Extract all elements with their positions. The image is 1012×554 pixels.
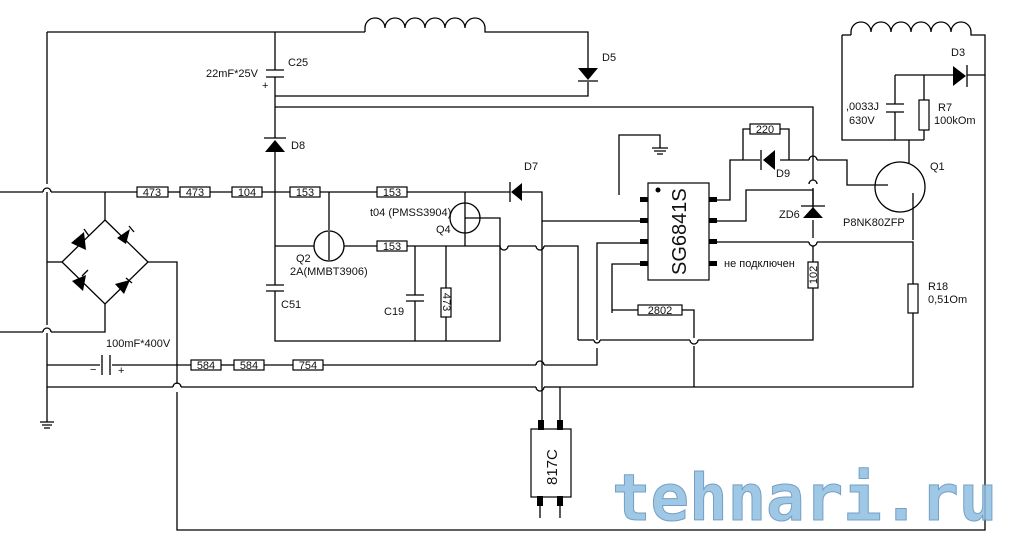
wire-crossover — [808, 179, 818, 185]
resistor-value: 754 — [299, 360, 317, 372]
capacitor-bulk: 100mF*400V − + — [90, 338, 171, 377]
c25-value: 22mF*25V — [206, 68, 259, 80]
watermark: tehnari.ru — [612, 462, 997, 536]
resistor-value: 153 — [383, 187, 401, 199]
resistor-473b: 473 — [179, 186, 211, 199]
resistor-153a: 153 — [289, 186, 321, 199]
wire-crossover — [808, 155, 818, 161]
r18-value: 0,51Om — [928, 294, 967, 306]
resistor-value: 584 — [197, 360, 215, 372]
wire-crossover — [689, 339, 699, 345]
bulk-cap-minus: − — [90, 364, 96, 376]
zd6-label: ZD6 — [779, 209, 800, 221]
q1-part: P8NK80ZFP — [843, 217, 905, 229]
opto-name: 817C — [544, 449, 561, 485]
transistor-q4: t04 (PMSS3904) Q4 — [370, 202, 481, 236]
transistor-q1: Q1 P8NK80ZFP — [843, 161, 945, 229]
ic-sg6841s: SG6841S не подключен — [640, 182, 795, 281]
resistor-value: 473 — [143, 187, 161, 199]
r18-label: R18 — [928, 281, 948, 293]
resistor-153c: 153 — [376, 240, 408, 253]
resistor-value: 102 — [808, 266, 820, 284]
ic-nc-label: не подключен — [724, 258, 795, 270]
bulk-cap-plus: + — [118, 365, 124, 377]
resistor-value: 220 — [756, 124, 774, 136]
r7-label: R7 — [938, 102, 952, 114]
snubber-cap-voltage: 630V — [849, 115, 875, 127]
diode-d3: D3 — [951, 47, 968, 87]
inductor-secondary — [850, 21, 972, 36]
resistor-104: 104 — [231, 186, 263, 199]
zener-zd6: ZD6 — [779, 205, 825, 221]
resistor-value: 584 — [240, 360, 258, 372]
resistor-r18: R18 0,51Om — [907, 281, 967, 314]
snubber-cap-value: ,0033J — [846, 101, 879, 113]
diode-d8: D8 — [264, 137, 305, 152]
resistor-value: 2802 — [648, 305, 672, 317]
ground-icon — [40, 420, 54, 429]
resistor-value: 473 — [186, 187, 204, 199]
diode-d5: D5 — [578, 52, 616, 82]
d3-label: D3 — [951, 47, 965, 59]
resistor-value: 104 — [238, 187, 256, 199]
c25-label: C25 — [288, 57, 308, 69]
q2-label: Q2 — [296, 253, 311, 265]
resistor-r7: R7 100kOm — [918, 99, 976, 131]
d9-label: D9 — [776, 168, 790, 180]
capacitor-c51: C51 — [266, 284, 301, 311]
bridge-rectifier — [61, 219, 149, 305]
resistor-754: 754 — [292, 359, 324, 372]
capacitor-snubber: ,0033J 630V — [846, 101, 904, 127]
wire-crossover — [535, 245, 545, 251]
d8-label: D8 — [291, 140, 305, 152]
resistor-102: 102 — [807, 261, 820, 289]
q4-part: t04 (PMSS3904) — [370, 207, 451, 219]
resistor-value: 473 — [440, 293, 452, 311]
wire-crossover — [593, 339, 601, 344]
resistor-2802: 2802 — [637, 304, 683, 317]
resistor-153b: 153 — [376, 186, 408, 199]
ground-icon — [652, 147, 668, 155]
diode-d7: D7 — [509, 161, 538, 202]
wires — [0, 31, 986, 531]
q2-part: 2A(MMBT3906) — [290, 266, 368, 278]
resistor-value: 153 — [383, 241, 401, 253]
capacitor-c25: C25 22mF*25V + — [206, 57, 308, 92]
resistor-473a: 473 — [136, 186, 169, 199]
resistor-value: 153 — [296, 187, 314, 199]
resistor-220: 220 — [749, 123, 781, 136]
r7-value: 100kOm — [934, 115, 976, 127]
bulk-cap-value: 100mF*400V — [106, 338, 171, 350]
resistor-473v: 473 — [440, 287, 452, 318]
transistor-q2: Q2 2A(MMBT3906) — [290, 230, 368, 278]
wire-crossover — [499, 245, 509, 251]
q1-label: Q1 — [930, 161, 945, 173]
c25-polarity: + — [262, 80, 268, 92]
q4-label: Q4 — [436, 224, 451, 236]
diode-d9: D9 — [760, 150, 790, 180]
ic-name: SG6841S — [669, 188, 691, 275]
wire-crossover — [808, 241, 818, 247]
resistor-584a: 584 — [190, 359, 222, 372]
optocoupler-817c: 817C — [530, 420, 572, 518]
resistor-584b: 584 — [233, 359, 265, 372]
inductor-primary — [364, 17, 486, 33]
c19-label: C19 — [384, 306, 404, 318]
capacitor-c19: C19 — [384, 294, 424, 318]
d5-label: D5 — [602, 52, 616, 64]
c51-label: C51 — [281, 299, 301, 311]
d7-label: D7 — [524, 161, 538, 173]
